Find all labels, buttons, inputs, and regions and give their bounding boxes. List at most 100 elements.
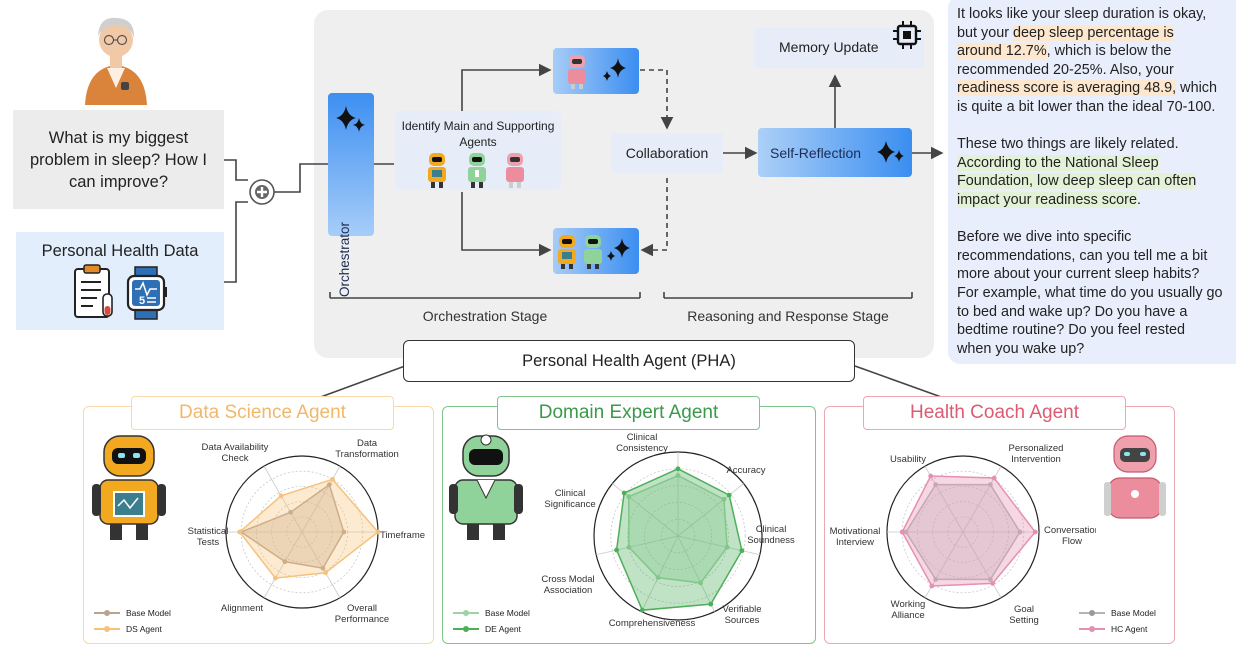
response-highlight: impact your readiness score [957,191,1137,208]
response-line: recommended 20-25%. Also, your [957,61,1174,78]
legend-base-marker [1089,610,1095,616]
radar-point [933,576,939,582]
radar-spoke [301,465,341,533]
radar-point [375,529,381,535]
radar-point [237,529,243,535]
radar-point [639,607,645,613]
radar-point [1032,529,1038,535]
radar-point [1017,529,1023,535]
memory-update-box [754,28,924,68]
health-coach-robot-icon [1104,435,1166,519]
radar-point [721,496,727,502]
radar-series-agent [615,467,743,611]
response-line: is quite a bit lower than the ideal 70-1… [957,98,1216,115]
chip-icon [893,21,921,49]
legend-agent-label: HC Agent [1111,624,1148,634]
radar-spoke [263,465,303,533]
legend-agent-label: DE Agent [485,624,522,634]
legend-base-marker [104,610,110,616]
radar-axis-label: Accuracy [726,465,765,476]
reasoning-stage-label: Reasoning and Response Stage [687,308,889,324]
radar-point [987,482,993,488]
radar-point [724,544,730,550]
legend-agent-label: DS Agent [126,624,163,634]
radar-point [288,509,293,515]
legend-base-marker [463,610,469,616]
radar-point [903,529,909,535]
data-science-robot-icon [92,435,166,540]
collaboration-box: Collaboration [611,133,723,173]
radar-point [626,544,632,550]
radar-series-base [628,474,728,584]
clipboard-icon [74,264,113,318]
orchestrator-label: Orchestrator [337,222,352,298]
radar-point [614,547,619,553]
response-line: recommendations, can you tell me a bit [957,247,1208,264]
radar-point [990,580,996,586]
radar-point [341,529,347,535]
response-highlight: around 12.7% [957,43,1047,60]
sparkle-icon [877,141,904,163]
personal-health-data-label: Personal Health Data [41,242,199,260]
lower-agent-icons [558,235,630,269]
radar-point [698,580,703,586]
radar-spoke [301,531,341,599]
radar-spoke [641,535,679,612]
radar-axis-label: Comprehensiveness [609,618,696,629]
radar-series-agent [901,475,1037,587]
data-science-agent-title: Data Science Agent [131,396,394,430]
radar-point [933,482,939,488]
response-line: , which is below the [1046,43,1172,60]
radar-point [987,576,993,582]
radar-point [675,473,681,478]
legend-base-label: Base Model [485,608,530,618]
radar-point [282,559,288,565]
radar-point [330,476,335,482]
upper-agent-icons [568,55,626,89]
radar-spoke [263,531,303,599]
user-query-box: What is my biggest problem in sleep? How… [13,110,224,209]
legend-agent-marker [104,626,110,632]
collaboration-label: Collaboration [625,145,709,161]
radar-point [991,475,997,481]
response-line: . [1136,191,1141,208]
response-line: to bed and wake up? Do you have a [957,303,1188,320]
domain-expert-agent-title: Domain Expert Agent [497,396,760,430]
response-line: bedtime routine? Do you feel rested [957,322,1185,339]
domain-expert-robot-icon [449,434,523,540]
response-line: For example, what time do you usually go [957,284,1223,301]
radar-axis-label: Timeframe [380,530,425,541]
radar-point [708,601,714,607]
response-line: It looks like your sleep duration is oka… [957,6,1207,22]
radar-spoke [677,535,715,612]
radar-point [929,583,935,589]
legend-base-label: Base Model [126,608,171,618]
radar-point [655,575,661,581]
legend-agent-marker [1089,626,1095,632]
radar-grid-ring [644,502,712,570]
radar-point [675,466,681,472]
response-line: Before we dive into specific [957,229,1132,246]
radar-point [726,492,732,498]
user-query-text: What is my biggest problem in sleep? How… [29,128,207,191]
health-coach-legend: Base Model HC Agent [1079,608,1156,634]
memory-update-label: Memory Update [779,39,879,55]
radar-grid-ring [660,518,696,554]
svg-text:5: 5 [139,295,145,307]
response-highlight: According to the National Sleep [957,154,1159,171]
radar-point [323,570,328,576]
legend-base-label: Base Model [1111,608,1156,618]
agent-robots-icons [428,153,524,188]
sparkle-icon [336,106,365,132]
agent-response-text: It looks like your sleep duration is oka… [957,5,1236,377]
